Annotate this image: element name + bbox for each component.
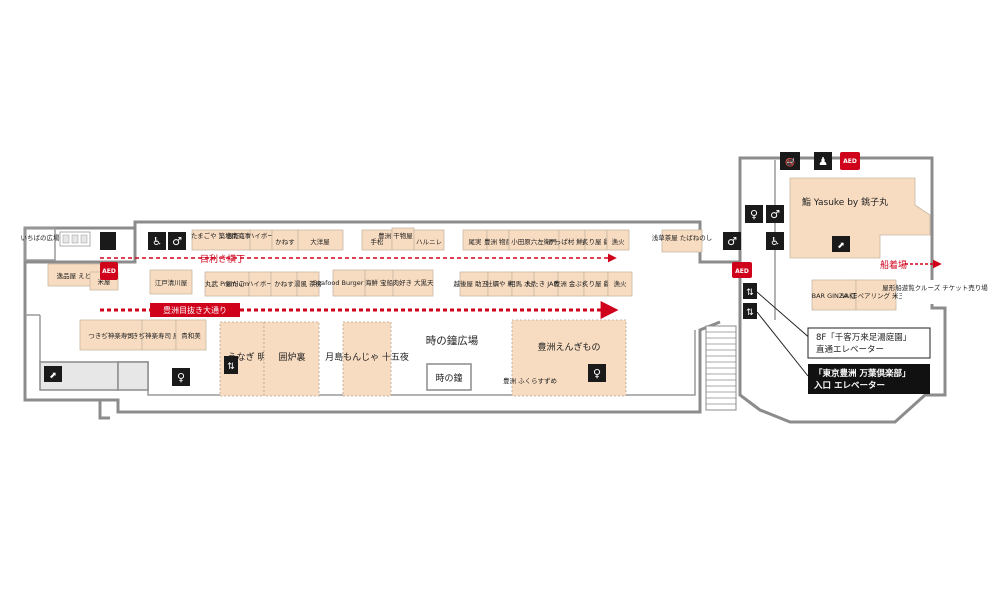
lower-area: つきぢ神楽寿司 つきぢ神楽寿司 屋台店 貴和美 うなぎ 明月川 囲炉裏 月島もん… bbox=[79, 319, 627, 397]
funatsukiba-label: 船着場 bbox=[880, 259, 907, 271]
edokko-label: 逸品屋 えどこ bbox=[57, 271, 98, 280]
svg-text:♀: ♀ bbox=[177, 371, 185, 384]
callouts: 8F「千客万来足湯庭園」 直通エレベーター 「東京豊洲 万葉倶楽部」 入口 エレ… bbox=[756, 291, 931, 394]
restroom-icon: ♂ bbox=[168, 232, 186, 250]
top-row-shops: たまごや 築地南商事 銀だこ ハイボール 酒場 かねす 大洋屋 手松 豊洲 干物… bbox=[191, 227, 713, 253]
svg-text:AED: AED bbox=[843, 158, 857, 165]
svg-text:🚭: 🚭 bbox=[785, 157, 795, 167]
svg-text:♀: ♀ bbox=[593, 367, 601, 380]
nikuzuki-label: 肉好き 大黒天 bbox=[392, 278, 434, 287]
svg-text:⇅: ⇅ bbox=[746, 308, 754, 318]
highball2-label: 銀だこ ハイボール 酒場 bbox=[225, 279, 295, 288]
honten-label: 豊洲 干物屋 本舗 bbox=[378, 231, 428, 240]
taiyoshi-label: 大洋屋 bbox=[310, 237, 330, 246]
odawara-label: 小田原六左衛門 bbox=[511, 237, 557, 246]
bisui-label: 尾実 bbox=[469, 237, 483, 246]
svg-text:♟: ♟ bbox=[818, 155, 828, 168]
smoking-icon: 🚭 bbox=[780, 152, 800, 170]
aed-icon: AED bbox=[100, 232, 118, 280]
sake-pairing-label: SAKEペアリング 米三角 bbox=[840, 291, 911, 300]
irori-label: 囲炉裏 bbox=[278, 351, 305, 363]
asakusa-label: 浅草茶屋 たばねのし bbox=[652, 233, 713, 242]
callout2-line2: 入口 エレベーター bbox=[813, 380, 885, 391]
restroom-icon: ♀ bbox=[172, 368, 190, 386]
yakatabune-label: 屋形船遊覧クルーズ チケット売り場 bbox=[882, 283, 988, 292]
routes: 目利き横丁 豊洲目抜き大通り bbox=[100, 253, 619, 319]
callout2-line1: 「東京豊洲 万葉倶楽部」 bbox=[814, 368, 910, 379]
svg-text:♂: ♂ bbox=[770, 208, 780, 221]
kihei-label: 貴和美 bbox=[181, 331, 201, 340]
callout1-line1: 8F「千客万来足湯庭園」 bbox=[816, 332, 911, 343]
svg-text:♿: ♿ bbox=[770, 235, 780, 248]
kappabashi-label: かっぱ村 鮮品店 bbox=[548, 237, 596, 246]
wheelchair-icon: ♿ bbox=[148, 232, 166, 250]
svg-text:♂: ♂ bbox=[727, 235, 737, 248]
svg-text:♿: ♿ bbox=[152, 235, 162, 248]
wheelchair-icon: ♿ bbox=[766, 232, 784, 250]
tataki-label: たたき JAPAN bbox=[526, 280, 567, 288]
svg-text:⬈: ⬈ bbox=[49, 371, 57, 381]
tsukishima-label: 月島もんじゃ 十五夜 bbox=[325, 351, 409, 363]
tsukiji-yatai-label: つきぢ神楽寿司 屋台店 bbox=[125, 331, 193, 340]
bar-ginza-label: BAR GINZA 江 bbox=[812, 292, 857, 300]
seafood-burger-label: Seafood Burger 島基子 bbox=[313, 278, 386, 287]
maruno-label: 丸武 Premium bbox=[205, 279, 249, 288]
tematsu-label: 手松 bbox=[371, 237, 385, 246]
tsukiji-sushi-label: つきぢ神楽寿司 bbox=[88, 331, 134, 340]
gyobi2-label: 漁火 bbox=[614, 279, 628, 288]
nursing-room-icon: ♟ bbox=[814, 152, 832, 170]
kinpura-label: 豊洲 金ぷら bbox=[554, 279, 589, 288]
facility-icons: AED ♂ ♿ ♀ ⇅ ♀ ♂ ♿ bbox=[44, 152, 860, 386]
escalator-icon: ⬈ bbox=[832, 236, 850, 252]
svg-text:⬈: ⬈ bbox=[837, 241, 845, 251]
elevator-icon: ⇅ bbox=[224, 356, 238, 374]
highball-label: 銀だこ ハイボール 酒場 bbox=[226, 231, 296, 240]
callout1-line2: 直通エレベーター bbox=[816, 344, 884, 355]
nursing-room-icon: ♂ bbox=[766, 205, 784, 223]
gyobi-label: 漁火 bbox=[612, 237, 626, 246]
odori-label: 豊洲目抜き大通り bbox=[163, 305, 227, 315]
hiyaso2-label: 炙り屋 鱻 bbox=[582, 279, 611, 288]
second-row-shops: 江戸清川屋 丸武 Premium 銀だこ ハイボール 酒場 かねす 湯風 茶房 … bbox=[149, 269, 633, 297]
kaisen-label: 海鮮 宝船 bbox=[365, 278, 394, 287]
edokiyo-label: 江戸清川屋 bbox=[155, 278, 188, 287]
tokinokane-label: 時の鐘 bbox=[435, 372, 462, 384]
restroom-icon: ♀ bbox=[745, 205, 763, 223]
mekiki-label: 目利き横丁 bbox=[200, 253, 245, 265]
svg-text:♀: ♀ bbox=[750, 208, 758, 221]
aima-label: 相馬 水産 bbox=[509, 279, 538, 288]
svg-text:AED: AED bbox=[102, 268, 116, 275]
kanasu-label: かねす bbox=[275, 238, 295, 246]
kanasu2-label: かねす bbox=[274, 280, 294, 288]
fukusuzume-label: 豊洲 ふくらすずめ bbox=[503, 376, 557, 385]
staircase bbox=[705, 325, 737, 411]
tamagoya-label: たまごや 築地南商事 bbox=[191, 231, 252, 240]
restroom-icon: ♂ bbox=[723, 232, 741, 250]
kakimaru-label: 牡蠣や 粋 bbox=[486, 279, 515, 288]
elevator-icon: ⇅ bbox=[743, 283, 757, 299]
toyosu-bussan-label: 豊洲 物産 bbox=[484, 237, 513, 246]
aed-icon: AED bbox=[732, 262, 752, 278]
fukugoro-label: 越後屋 助五郎 bbox=[453, 279, 495, 288]
svg-text:⇅: ⇅ bbox=[227, 362, 235, 372]
svg-text:♂: ♂ bbox=[172, 235, 182, 248]
right-building: 鮨 Yasuke by 銚子丸 BAR GINZA 江 SAKEペアリング 米三… bbox=[789, 177, 988, 311]
tokinokane-hiroba-label: 時の鐘広場 bbox=[426, 334, 479, 347]
elevator-icon: ⇅ bbox=[743, 303, 757, 319]
aed-icon: AED bbox=[840, 152, 860, 170]
engimono-label: 豊洲えんぎもの bbox=[537, 341, 600, 353]
yasuke-label: 鮨 Yasuke by 銚子丸 bbox=[802, 196, 888, 208]
hiyaso-label: 炙り屋 鱻 bbox=[582, 237, 611, 246]
yushin-label: 湯風 茶房 bbox=[294, 279, 322, 288]
svg-text:⇅: ⇅ bbox=[746, 288, 754, 298]
svg-text:AED: AED bbox=[735, 268, 749, 275]
escalator-icon: ⬈ bbox=[44, 366, 62, 382]
harunire-label: ハルニレ bbox=[416, 238, 442, 246]
restroom-icon: ♀ bbox=[588, 364, 606, 382]
kome-label: 米屋 bbox=[98, 277, 112, 286]
ichiba-hiroba-label: いちばの広場 bbox=[21, 233, 61, 242]
